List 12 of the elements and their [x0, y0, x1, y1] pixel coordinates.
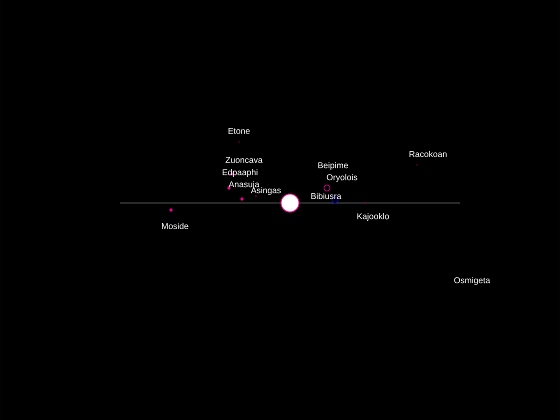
body-label: Oryolois: [326, 174, 358, 182]
body-label: Osmigeta: [454, 277, 490, 285]
body-label: Kajooklo: [357, 213, 389, 221]
body-label: Asingas: [250, 187, 281, 195]
body-label: Etone: [228, 128, 250, 134]
body-label: Anasuja: [228, 181, 260, 189]
body-label: Zuoncava: [226, 157, 263, 163]
body-label: Bibiusra: [311, 192, 342, 200]
body-label: Edpaaphi: [222, 169, 258, 177]
body-label: Racokoan: [410, 150, 447, 158]
body-label: Beipime: [318, 162, 348, 170]
body-label: Moside: [162, 222, 188, 230]
